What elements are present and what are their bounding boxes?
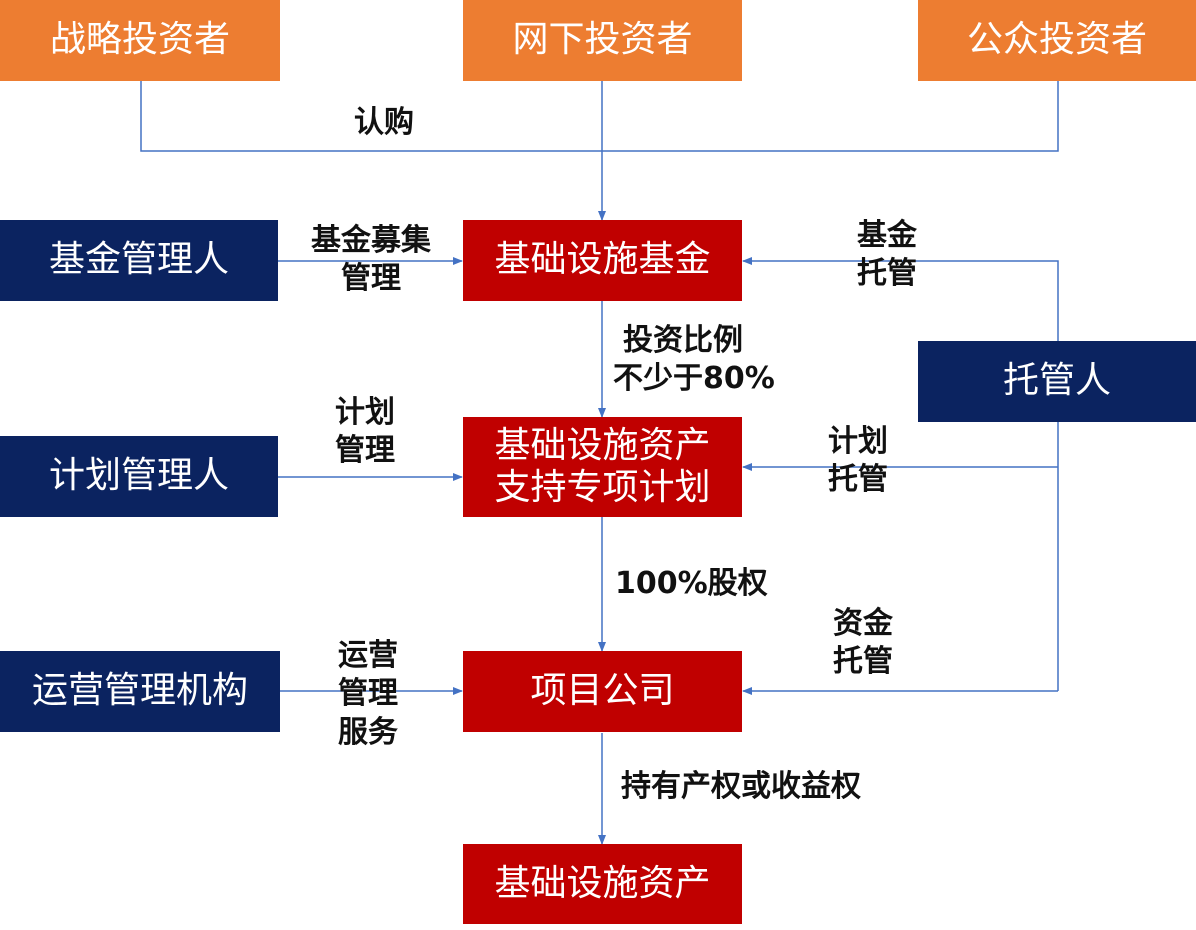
offline-investor-box: 网下投资者 bbox=[463, 0, 742, 81]
fund-raise-label: 基金募集 管理 bbox=[311, 222, 431, 299]
ops-service-label-line2: 管理 bbox=[338, 676, 398, 712]
ownership-label: 持有产权或收益权 bbox=[621, 769, 861, 804]
abs-plan-label-line2: 支持专项计划 bbox=[494, 467, 711, 508]
ops-service-label-line3: 服务 bbox=[338, 714, 398, 750]
fund-custody-label: 基金 托管 bbox=[857, 217, 917, 294]
fund-manager-box: 基金管理人 bbox=[0, 220, 278, 301]
plan-mgmt-label: 计划 管理 bbox=[335, 394, 395, 471]
custodian-label: 托管人 bbox=[1002, 360, 1111, 402]
ops-service-label: 运营 管理 服务 bbox=[338, 637, 398, 752]
infrastructure-fund-box: 基础设施基金 bbox=[463, 220, 742, 301]
public-investor-box: 公众投资者 bbox=[918, 0, 1196, 81]
infrastructure-assets-label: 基础设施资产 bbox=[494, 862, 711, 904]
connector-strategic-investor bbox=[140, 81, 602, 152]
fund-manager-label: 基金管理人 bbox=[48, 239, 229, 281]
plan-custody-label-line2: 托管 bbox=[828, 462, 888, 498]
custodian-box: 托管人 bbox=[918, 341, 1196, 422]
public-investor-label: 公众投资者 bbox=[966, 19, 1147, 61]
invest-ratio-label: 投资比例 不少于80% bbox=[613, 322, 775, 399]
fund-raise-label-line1: 基金募集 bbox=[311, 223, 431, 258]
plan-manager-box: 计划管理人 bbox=[0, 436, 278, 517]
subscribe-label: 认购 bbox=[354, 105, 414, 140]
ops-service-label-line1: 运营 bbox=[338, 638, 398, 673]
equity-label: 100%股权 bbox=[615, 566, 768, 601]
connector-public-investor bbox=[602, 81, 1059, 152]
project-company-label: 项目公司 bbox=[530, 670, 675, 712]
plan-mgmt-label-line2: 管理 bbox=[335, 433, 395, 469]
fund-custody-label-line2: 托管 bbox=[857, 256, 917, 292]
project-company-box: 项目公司 bbox=[463, 651, 742, 732]
fund-custody-label-line1: 基金 bbox=[857, 218, 917, 253]
strategic-investor-label: 战略投资者 bbox=[49, 19, 230, 61]
abs-plan-box: 基础设施资产 支持专项计划 bbox=[463, 417, 742, 517]
invest-ratio-label-line1: 投资比例 bbox=[623, 323, 743, 358]
fund-raise-label-line2: 管理 bbox=[341, 261, 401, 297]
offline-investor-label: 网下投资者 bbox=[512, 19, 693, 61]
plan-custody-label-line1: 计划 bbox=[828, 424, 888, 459]
infrastructure-fund-label: 基础设施基金 bbox=[494, 239, 711, 281]
invest-ratio-label-line2: 不少于80% bbox=[613, 361, 775, 397]
plan-mgmt-label-line1: 计划 bbox=[335, 395, 395, 430]
infrastructure-assets-box: 基础设施资产 bbox=[463, 844, 742, 924]
ops-manager-label: 运营管理机构 bbox=[31, 670, 248, 712]
cash-custody-label-line2: 托管 bbox=[833, 644, 893, 680]
abs-plan-label-line1: 基础设施资产 bbox=[494, 424, 711, 466]
cash-custody-label-line1: 资金 bbox=[833, 606, 893, 641]
cash-custody-label: 资金 托管 bbox=[833, 605, 893, 682]
ops-manager-box: 运营管理机构 bbox=[0, 651, 280, 732]
connector-custodian-fund bbox=[742, 257, 1059, 341]
strategic-investor-box: 战略投资者 bbox=[0, 0, 280, 81]
plan-manager-label: 计划管理人 bbox=[48, 455, 229, 497]
plan-custody-label: 计划 托管 bbox=[828, 423, 888, 500]
